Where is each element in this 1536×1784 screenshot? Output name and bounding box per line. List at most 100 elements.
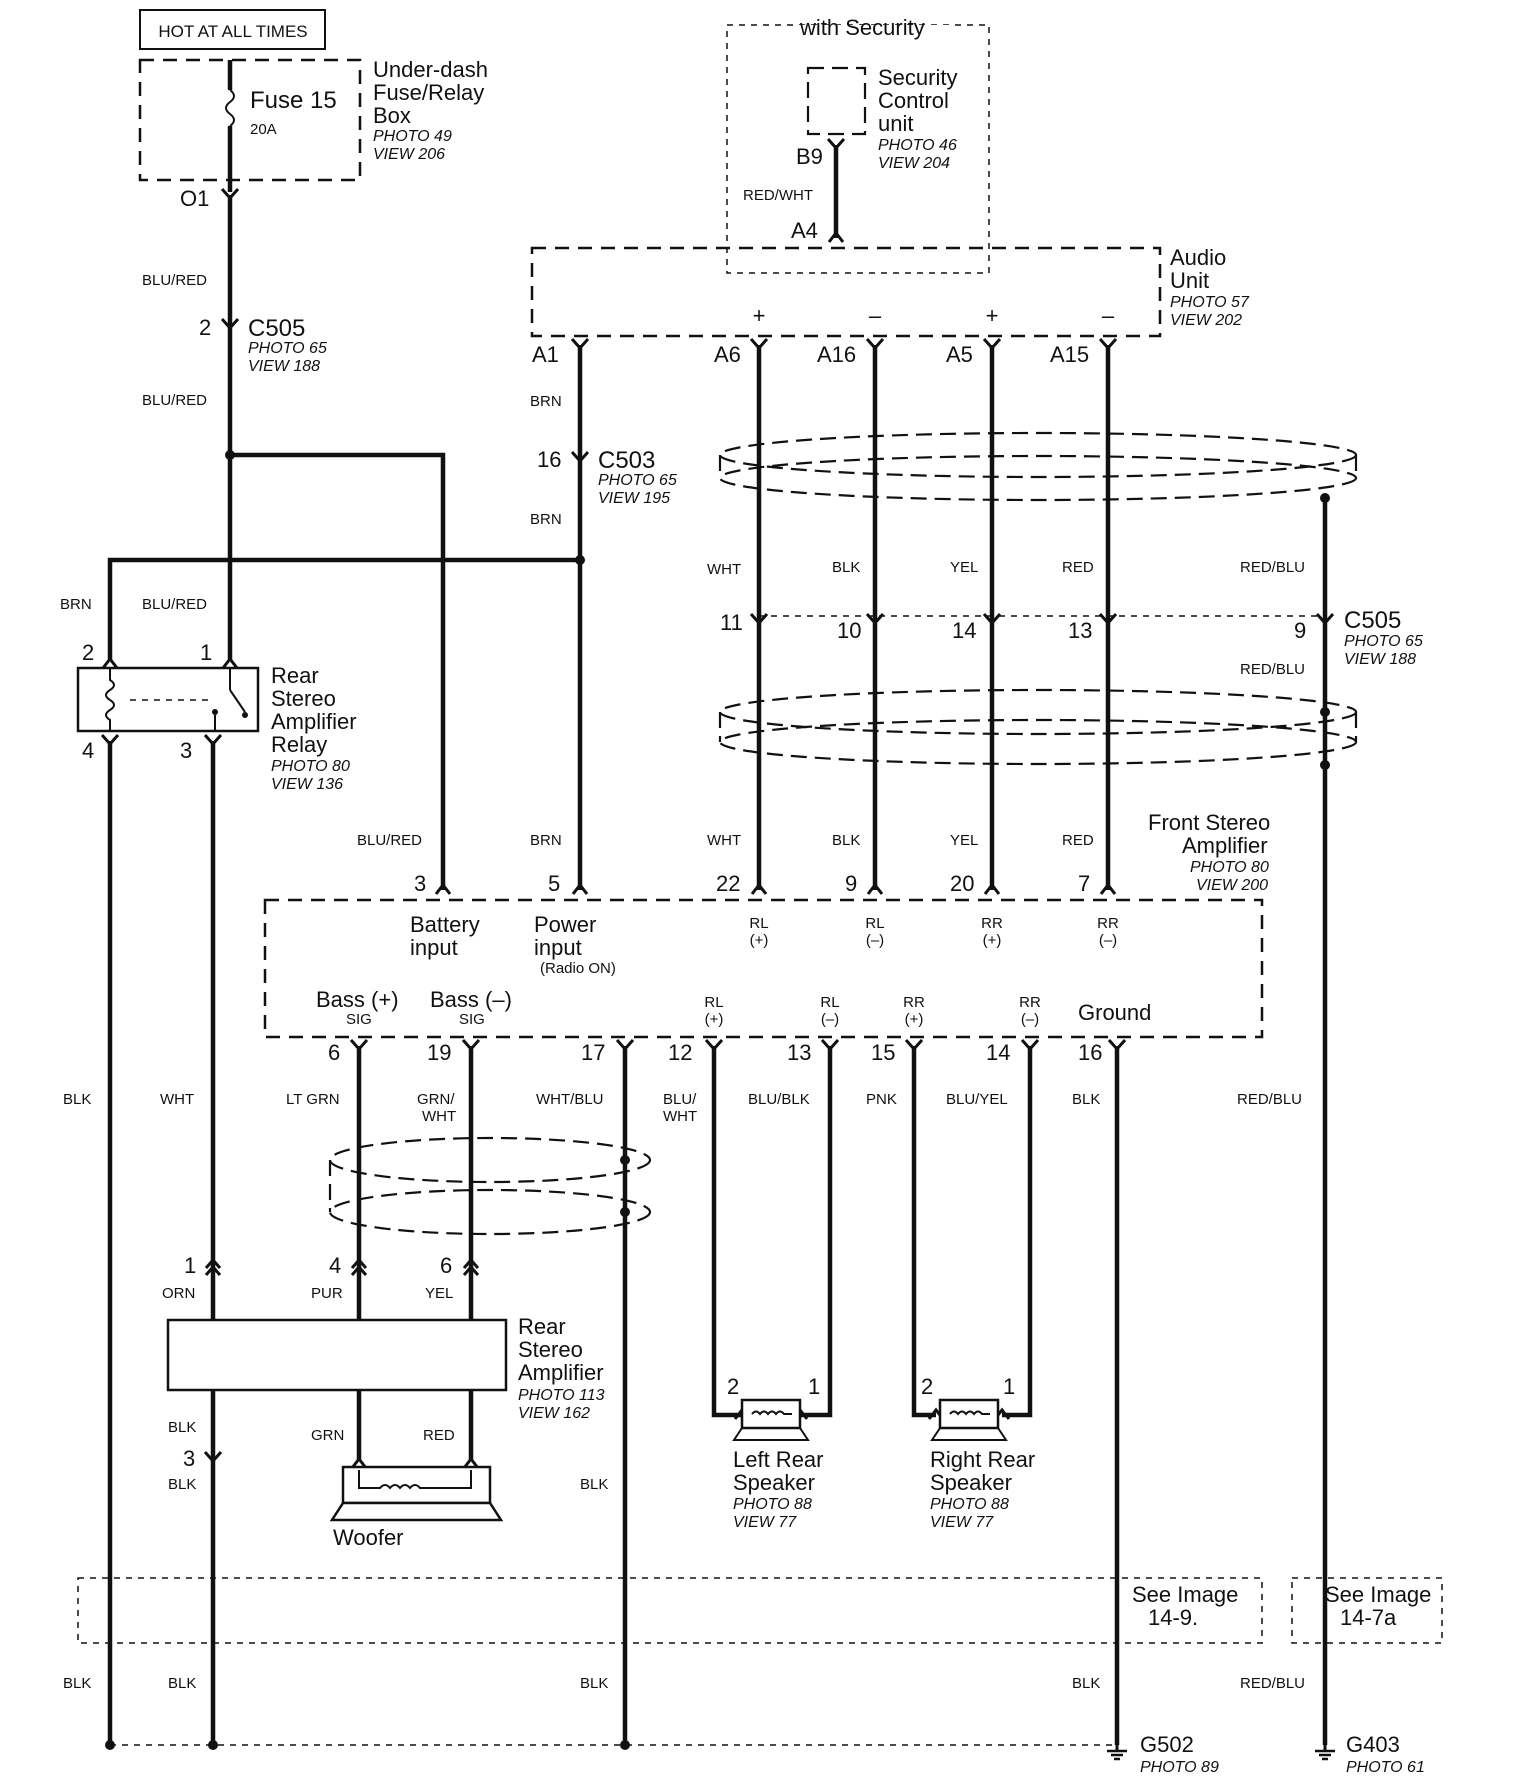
wire-label-wht-left: WHT	[160, 1091, 194, 1108]
top-ch-rr-plus-1: RR	[981, 915, 1003, 932]
wire-label-blu-red-1: BLU/RED	[142, 272, 207, 289]
right-speaker-pin-1: 1	[1003, 1374, 1015, 1399]
front-amp-title-1: Front Stereo	[1148, 810, 1270, 835]
fuse-box-title-2: Fuse/Relay	[373, 80, 484, 105]
wire-label-blk-rear-below: BLK	[168, 1476, 196, 1493]
relay-title-2: Stereo	[271, 686, 336, 711]
fuse-terminal-o1: O1	[180, 186, 209, 211]
polarity-a6: +	[753, 303, 766, 328]
wire-label-blk-bottom-2: BLK	[168, 1675, 196, 1692]
c505-right-pin-10: 10	[837, 618, 861, 643]
relay-photo: PHOTO 80	[271, 758, 350, 775]
with-security-group	[726, 24, 990, 274]
amp-top-pin-7: 7	[1078, 871, 1090, 896]
bot-ch-rr-minus-2: (–)	[1021, 1011, 1039, 1028]
ground-label: Ground	[1078, 1000, 1151, 1025]
relay-title-4: Relay	[271, 732, 327, 757]
security-pin-a4: A4	[791, 218, 818, 243]
rear-amp-pin-4: 4	[329, 1253, 341, 1278]
c505-top-name: C505	[248, 315, 305, 342]
audio-unit-photo: PHOTO 57	[1170, 294, 1250, 311]
right-speaker-view: VIEW 77	[930, 1514, 994, 1531]
wire-label-blk-left: BLK	[63, 1091, 91, 1108]
shield-lower-a	[718, 688, 1358, 736]
bass-shield-a	[328, 1136, 652, 1184]
ground-g502-photo: PHOTO 89	[1140, 1759, 1219, 1776]
audio-unit-title-1: Audio	[1170, 245, 1226, 270]
amp-bot-pin-17: 17	[581, 1040, 605, 1065]
wire-label-red-amp: RED	[1062, 832, 1094, 849]
relay-pin-3: 3	[180, 738, 192, 763]
right-speaker-title-2: Speaker	[930, 1470, 1012, 1495]
audio-pin-a6: A6	[714, 342, 741, 367]
left-speaker-title-1: Left Rear	[733, 1447, 824, 1472]
left-speaker-pin-1: 1	[808, 1374, 820, 1399]
c505-right-name: C505	[1344, 607, 1401, 634]
bass-shield-b	[328, 1188, 652, 1236]
amp-top-pin-22: 22	[716, 871, 740, 896]
see-image-1-line-2: 14-9.	[1148, 1605, 1198, 1630]
relay-pin-2: 2	[82, 640, 94, 665]
c505-top-photo: PHOTO 65	[248, 340, 327, 357]
shield-lower-b	[718, 718, 1358, 766]
woofer-coil	[358, 1470, 472, 1490]
see-image-14-9-box	[77, 1577, 1263, 1644]
rear-amp-title-2: Stereo	[518, 1337, 583, 1362]
wire-label-blk-amp: BLK	[832, 832, 860, 849]
rear-stereo-amplifier	[166, 1318, 508, 1392]
fuse-relay-box	[138, 58, 362, 182]
wire-label-grn-wht-1: GRN/	[417, 1091, 455, 1108]
wire-label-blk-bottom-3: BLK	[580, 1675, 608, 1692]
amp-top-pin-5: 5	[548, 871, 560, 896]
see-image-2-line-1: See Image	[1325, 1582, 1431, 1607]
bot-ch-rl-plus-2: (+)	[705, 1011, 724, 1028]
security-title-3: unit	[878, 111, 913, 136]
fuse-box-title-1: Under-dash	[373, 57, 488, 82]
relay-switch	[229, 689, 246, 713]
right-speaker-pin-2: 2	[921, 1374, 933, 1399]
wire-blu-blk	[800, 1046, 833, 1418]
fuse-15-symbol	[225, 89, 235, 127]
relay-view: VIEW 136	[271, 776, 343, 793]
audio-pin-a15: A15	[1050, 342, 1089, 367]
wire-label-blk-mid: BLK	[580, 1476, 608, 1493]
audio-unit-title-2: Unit	[1170, 268, 1209, 293]
wire-label-blu-red-2: BLU/RED	[142, 392, 207, 409]
battery-input-1: Battery	[410, 912, 480, 937]
wire-label-blu-red-relay: BLU/RED	[142, 596, 207, 613]
amp-bot-pin-16: 16	[1078, 1040, 1102, 1065]
c505-right-pin-14: 14	[952, 618, 976, 643]
front-stereo-amplifier	[263, 898, 1264, 1039]
rear-amp-view: VIEW 162	[518, 1405, 590, 1422]
security-control-unit	[806, 66, 867, 136]
bass-plus-label: Bass (+)	[316, 987, 399, 1012]
security-view: VIEW 204	[878, 155, 950, 172]
rear-amp-title-1: Rear	[518, 1314, 566, 1339]
audio-pin-a5: A5	[946, 342, 973, 367]
c505-right-photo: PHOTO 65	[1344, 633, 1423, 650]
woofer-label: Woofer	[333, 1525, 404, 1550]
amp-top-pin-9: 9	[845, 871, 857, 896]
wire-label-blk-bottom-4: BLK	[1072, 1675, 1100, 1692]
relay-pin-4: 4	[82, 738, 94, 763]
wire-label-brn-2: BRN	[530, 511, 562, 528]
security-title-1: Security	[878, 65, 957, 90]
c505-right-pin-9: 9	[1294, 618, 1306, 643]
wire-label-red-blu-mid: RED/BLU	[1240, 661, 1305, 678]
wire-blu-wht	[711, 1046, 742, 1418]
relay-coil	[105, 668, 115, 731]
woofer-cone	[329, 1501, 504, 1522]
wire-label-wht-blu: WHT/BLU	[536, 1091, 604, 1108]
bot-ch-rl-minus-1: RL	[820, 994, 839, 1011]
wire-label-red-upper: RED	[1062, 559, 1094, 576]
c503-name: C503	[598, 447, 655, 474]
ground-g502-name: G502	[1140, 1732, 1194, 1757]
top-ch-rr-minus-2: (–)	[1099, 932, 1117, 949]
fuse-box-view: VIEW 206	[373, 146, 445, 163]
amp-bot-pin-13: 13	[787, 1040, 811, 1065]
c505-right-pin-13: 13	[1068, 618, 1092, 643]
see-image-2-line-2: 14-7a	[1340, 1605, 1397, 1630]
right-speaker-photo: PHOTO 88	[930, 1496, 1009, 1513]
amp-bot-pin-12: 12	[668, 1040, 692, 1065]
wire-label-blu-blk: BLU/BLK	[748, 1091, 810, 1108]
